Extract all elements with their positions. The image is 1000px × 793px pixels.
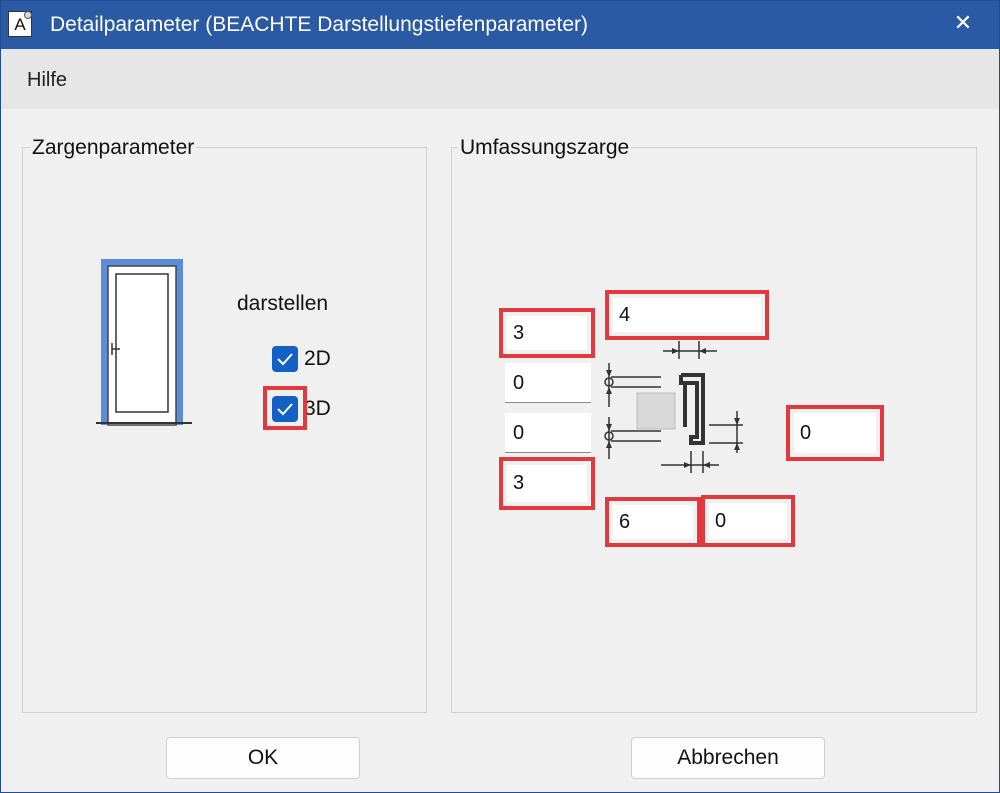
field-left-bottom[interactable]: 3 [507,465,587,502]
highlight-left-bottom: 3 [499,457,595,510]
field-left-mid2[interactable]: 0 [505,413,591,453]
ok-button[interactable]: OK [166,737,360,779]
menu-bar: Hilfe [1,49,999,109]
group-title-zargenparameter: Zargenparameter [30,136,197,160]
group-title-umfassungszarge: Umfassungszarge [458,136,632,160]
checkmark-icon [277,353,293,366]
field-left-top[interactable]: 3 [507,316,587,350]
field-right[interactable]: 0 [794,413,876,453]
group-zargenparameter [22,147,427,713]
highlight-right: 0 [786,405,884,461]
title-bar: A Detailparameter (BEACHTE Darstellungst… [1,1,999,49]
field-left-mid1[interactable]: 0 [505,363,591,403]
highlight-top: 4 [605,290,769,340]
group-umfassungszarge [451,147,977,713]
app-icon: A [8,11,32,37]
checkbox-3d-label: 3D [304,397,331,420]
window-title: Detailparameter (BEACHTE Darstellungstie… [50,13,589,36]
highlight-bottom-left: 6 [605,497,701,547]
checkmark-icon [277,403,293,416]
checkbox-3d[interactable] [272,396,298,422]
menu-item-hilfe[interactable]: Hilfe [27,69,68,91]
field-top[interactable]: 4 [613,298,761,332]
checkbox-2d[interactable] [272,346,298,372]
field-bottom-right[interactable]: 0 [709,503,787,539]
field-bottom-left[interactable]: 6 [613,505,693,539]
highlight-left-top: 3 [499,308,595,358]
darstellen-label: darstellen [237,292,329,315]
frame-profile-diagram [604,341,743,473]
door-frame-icon [96,259,192,426]
checkbox-2d-label: 2D [304,347,331,370]
highlight-checkbox-3d [263,386,307,430]
close-icon[interactable]: ✕ [953,10,973,35]
highlight-bottom-right: 0 [701,495,795,547]
cancel-button[interactable]: Abbrechen [631,737,825,779]
